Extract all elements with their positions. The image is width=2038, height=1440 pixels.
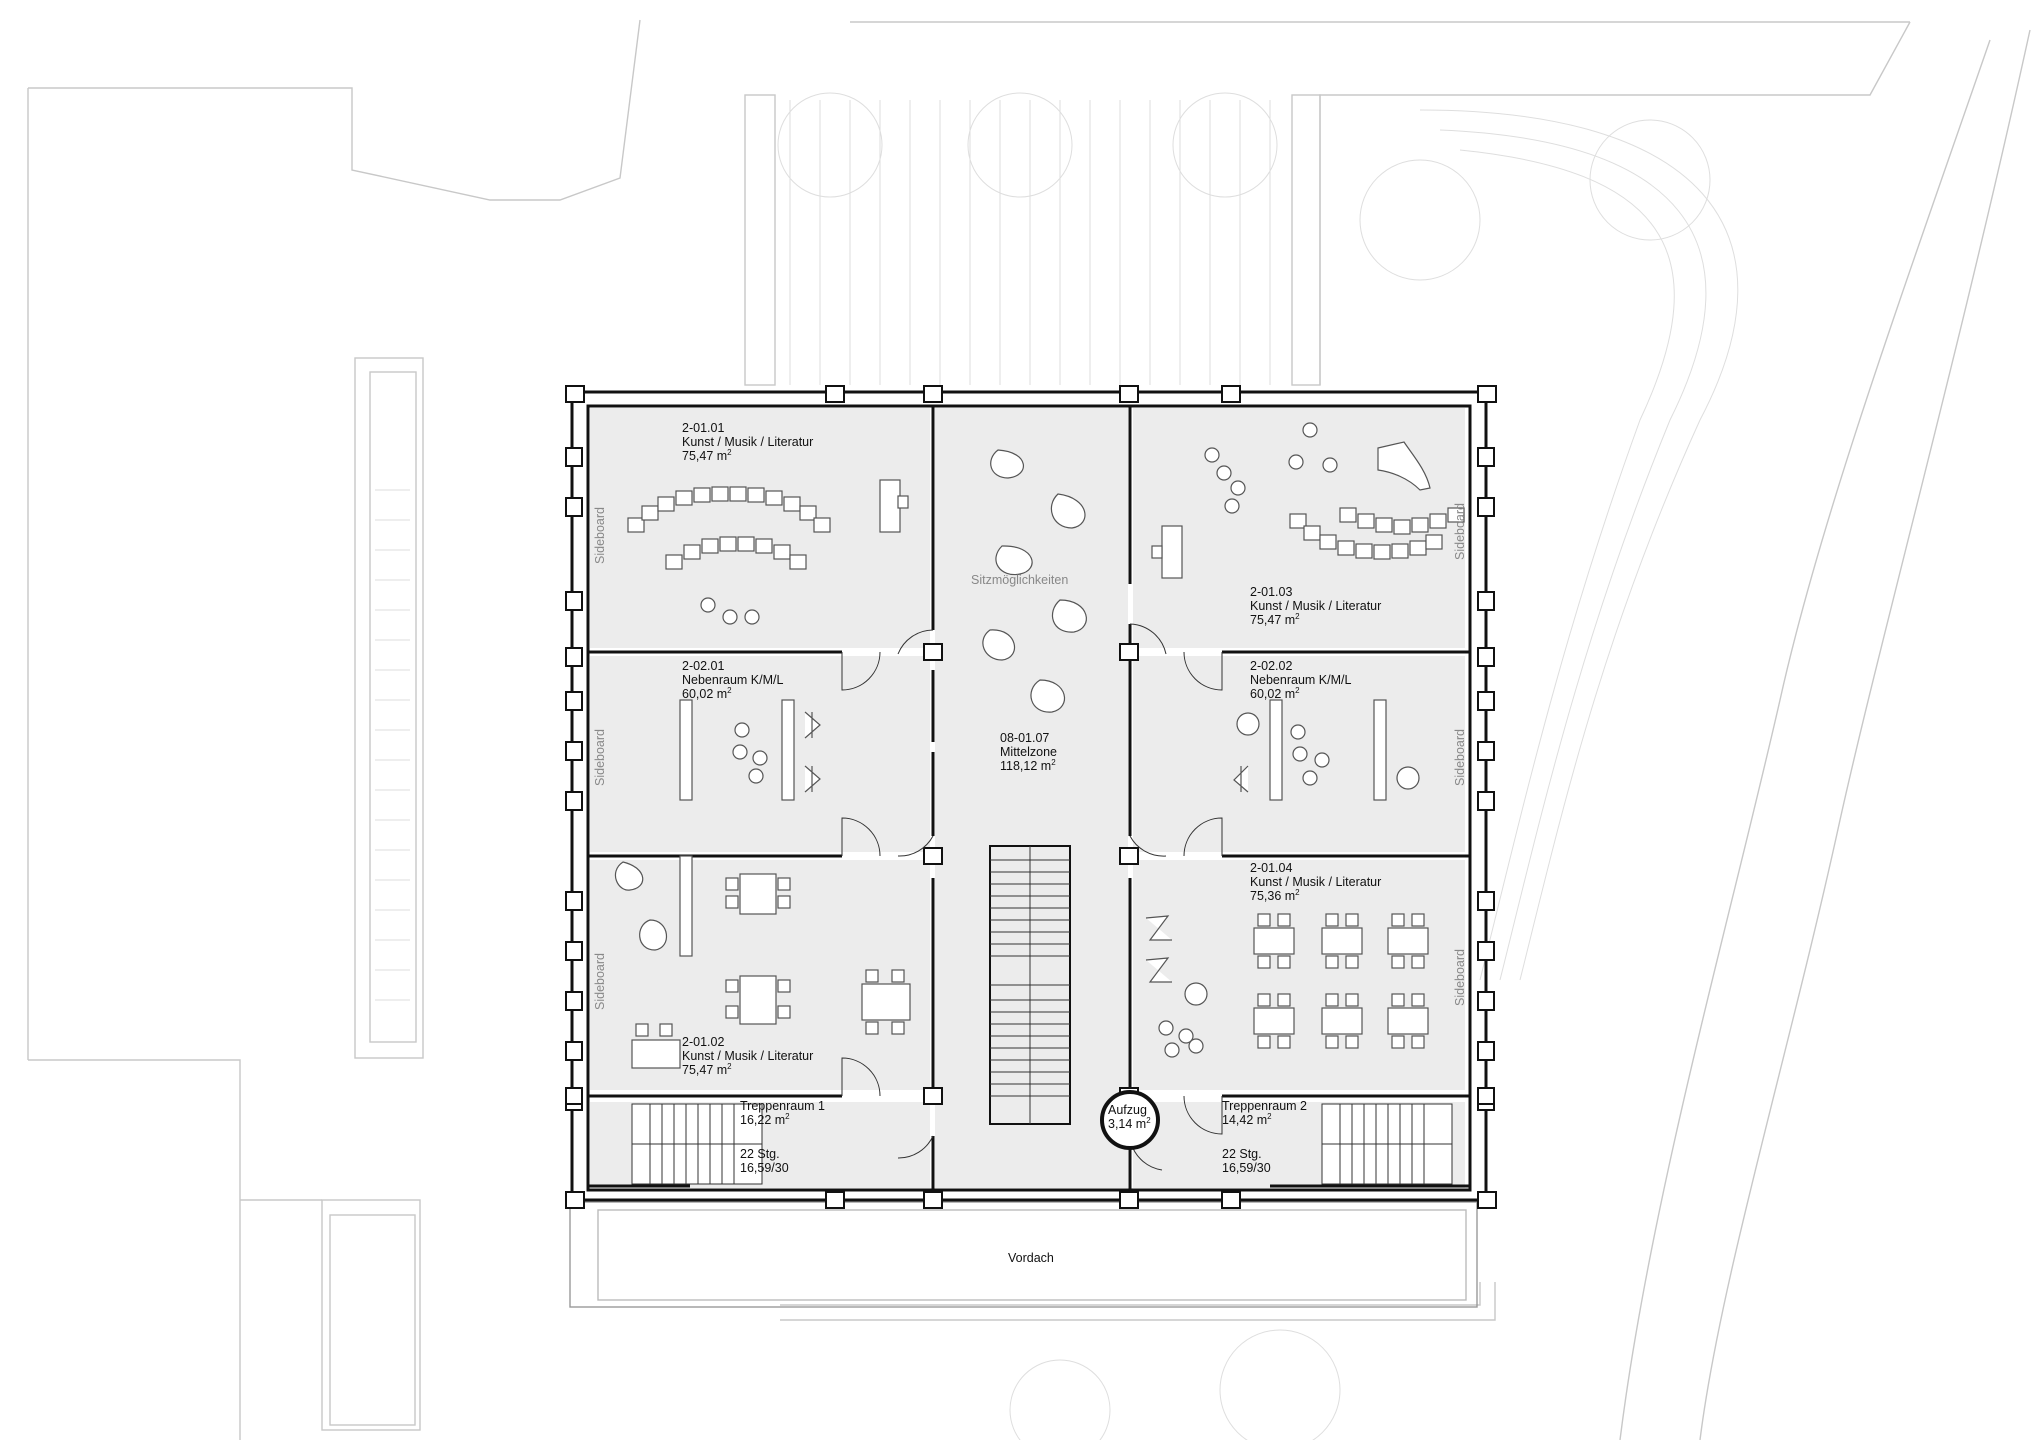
sideboard-label: Sideboard bbox=[593, 507, 607, 564]
building: 2-01.01 Kunst / Musik / Literatur 75,47 … bbox=[565, 385, 1497, 1308]
stair-area: 16,22 m2 bbox=[740, 1112, 790, 1127]
room-2-01-04-floor bbox=[1133, 860, 1465, 1090]
room-name: Nebenraum K/M/L bbox=[1250, 673, 1351, 687]
room-2-01-01-floor bbox=[590, 408, 930, 648]
room-id: 2-01.03 bbox=[1250, 585, 1292, 599]
room-id: 2-01.02 bbox=[682, 1035, 724, 1049]
central-zone-floor bbox=[935, 408, 1128, 1188]
furniture bbox=[614, 422, 1465, 1069]
room-name: Kunst / Musik / Literatur bbox=[682, 1049, 813, 1063]
room-id: 2-02.02 bbox=[1250, 659, 1292, 673]
room-name: Nebenraum K/M/L bbox=[682, 673, 783, 687]
sideboard-label: Sideboard bbox=[593, 729, 607, 786]
canopy bbox=[569, 1201, 1478, 1308]
elevator-name: Aufzug bbox=[1108, 1103, 1147, 1117]
room-id: 2-02.01 bbox=[682, 659, 724, 673]
room-name: Kunst / Musik / Literatur bbox=[1250, 599, 1381, 613]
site-context bbox=[27, 19, 2031, 1440]
stair-ratio: 16,59/30 bbox=[1222, 1161, 1271, 1175]
seating-label: Sitzmöglichkeiten bbox=[971, 573, 1068, 587]
sideboard-label: Sideboard bbox=[1453, 949, 1467, 1006]
labels: 2-01.01 Kunst / Musik / Literatur 75,47 … bbox=[593, 421, 1467, 1265]
room-name: Kunst / Musik / Literatur bbox=[682, 435, 813, 449]
sideboard-label: Sideboard bbox=[1453, 729, 1467, 786]
sideboard-label: Sideboard bbox=[593, 953, 607, 1010]
stair-area: 14,42 m2 bbox=[1222, 1112, 1272, 1127]
room-name: Kunst / Musik / Literatur bbox=[1250, 875, 1381, 889]
elevator-shaft bbox=[1100, 1090, 1160, 1150]
room-id: 08-01.07 bbox=[1000, 731, 1049, 745]
sideboard-label: Sideboard bbox=[1453, 503, 1467, 560]
room-area: 60,02 m2 bbox=[1250, 686, 1300, 701]
room-area: 75,47 m2 bbox=[682, 448, 732, 463]
stair-name: Treppenraum 2 bbox=[1222, 1099, 1307, 1113]
room-id: 2-01.01 bbox=[682, 421, 724, 435]
stair-name: Treppenraum 1 bbox=[740, 1099, 825, 1113]
room-area: 75,47 m2 bbox=[682, 1062, 732, 1077]
stair-ratio: 16,59/30 bbox=[740, 1161, 789, 1175]
canopy-label: Vordach bbox=[1008, 1251, 1054, 1265]
room-id: 2-01.04 bbox=[1250, 861, 1292, 875]
stair-steps: 22 Stg. bbox=[1222, 1147, 1262, 1161]
room-name: Mittelzone bbox=[1000, 745, 1057, 759]
room-area: 60,02 m2 bbox=[682, 686, 732, 701]
room-area: 75,36 m2 bbox=[1250, 888, 1300, 903]
room-area: 118,12 m2 bbox=[1000, 758, 1056, 773]
room-area: 75,47 m2 bbox=[1250, 612, 1300, 627]
stair-steps: 22 Stg. bbox=[740, 1147, 780, 1161]
elevator-area: 3,14 m2 bbox=[1108, 1116, 1151, 1131]
